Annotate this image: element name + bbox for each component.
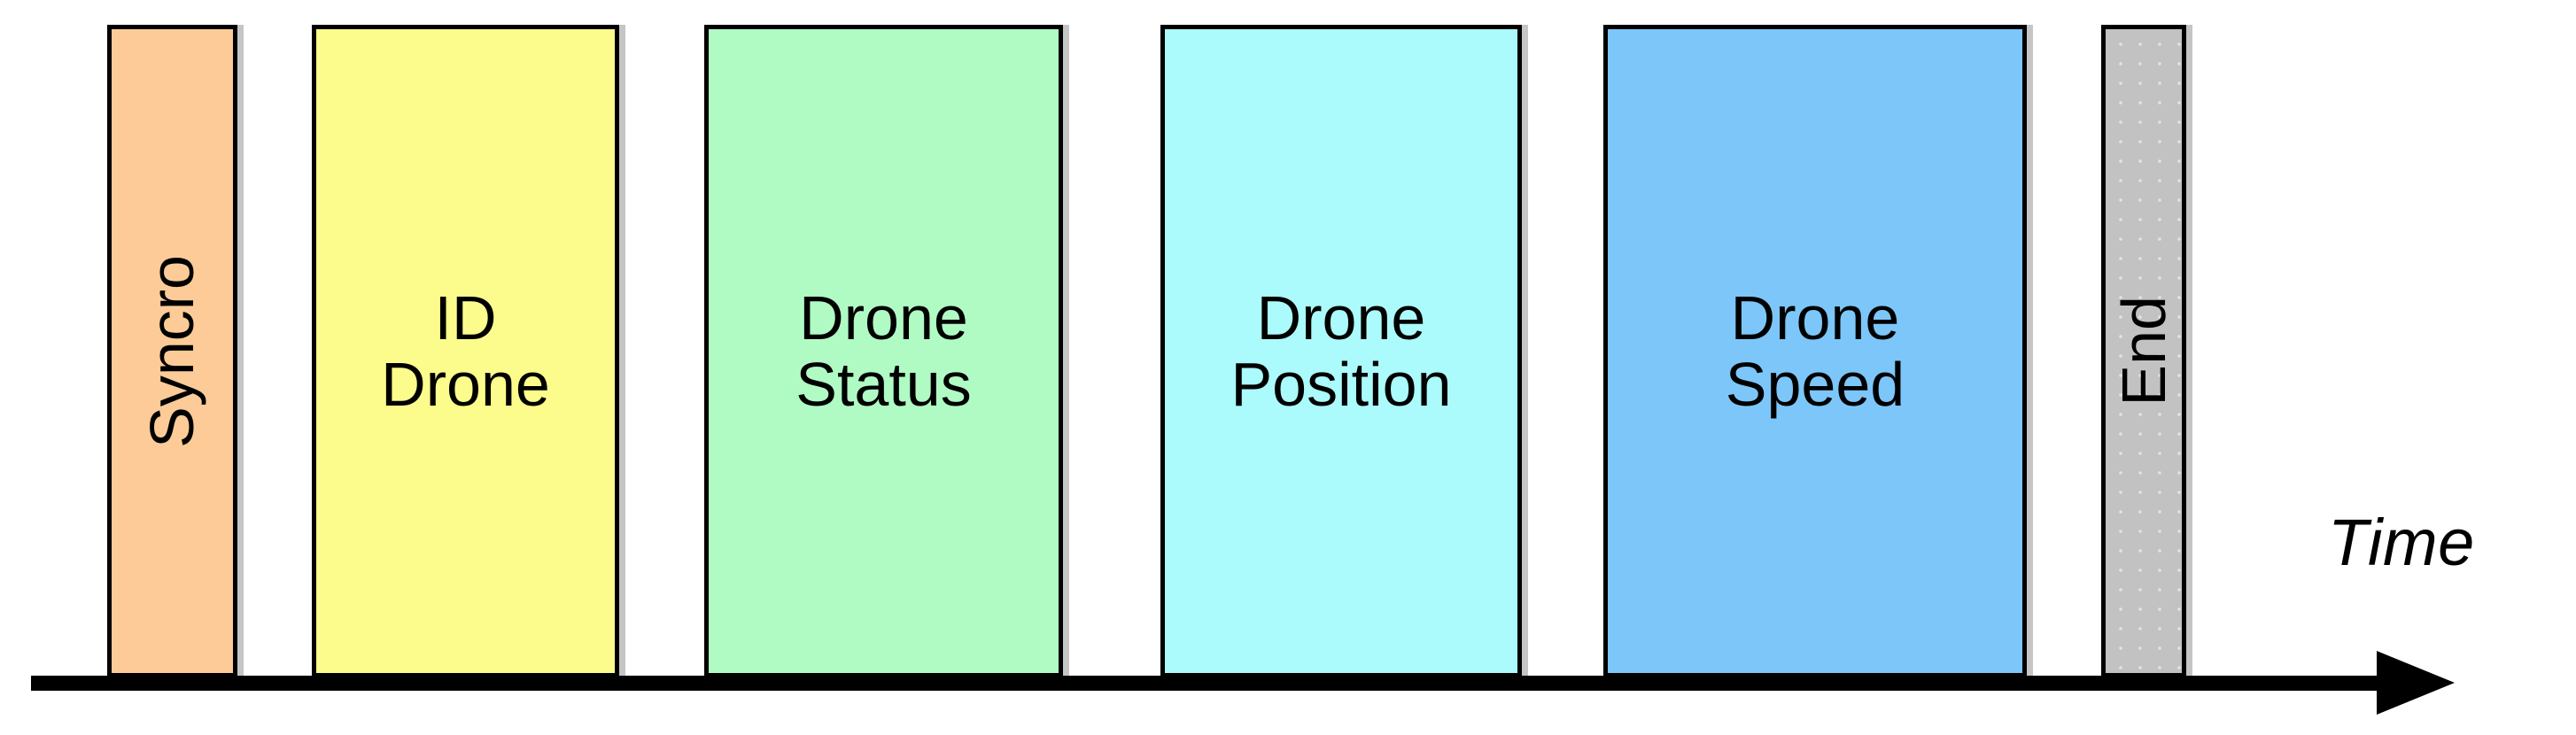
frame-field-drone-speed: Drone Speed <box>1603 25 2027 677</box>
frame-field-label: End <box>2108 296 2178 406</box>
frame-field-label: ID Drone <box>381 282 550 419</box>
frame-field-label: Drone Speed <box>1725 282 1905 419</box>
frame-field-label: Drone Position <box>1230 282 1452 419</box>
frame-field-drone-status: Drone Status <box>704 25 1063 677</box>
frame-field-syncro: Syncro <box>107 25 237 677</box>
frame-field-label: Syncro <box>137 254 207 448</box>
frame-field-id-drone: ID Drone <box>312 25 619 677</box>
time-axis-label: Time <box>2328 506 2475 579</box>
frame-field-drone-position: Drone Position <box>1160 25 1522 677</box>
arrow-right-icon <box>2377 651 2455 715</box>
frame-field-label: Drone Status <box>795 282 972 419</box>
time-axis-line <box>31 676 2398 691</box>
frame-field-end: End <box>2101 25 2186 677</box>
